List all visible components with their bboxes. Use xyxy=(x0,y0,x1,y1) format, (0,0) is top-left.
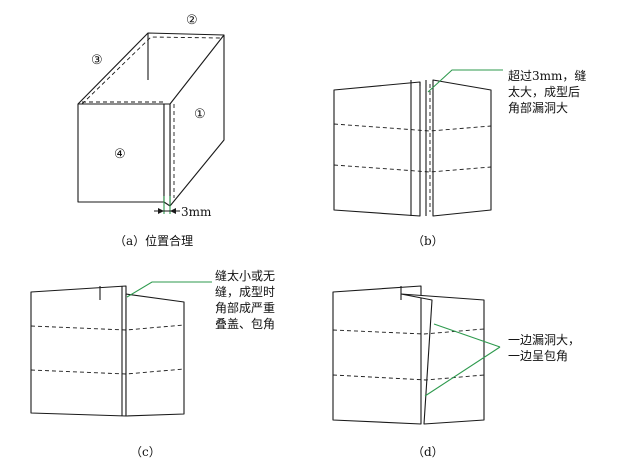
panel-b-leader xyxy=(427,69,503,93)
panel-b: 超过3mm，缝 太大，成型后 角部漏洞大 （b） xyxy=(333,68,586,248)
panel-b-note-3: 角部漏洞大 xyxy=(508,100,568,115)
panel-d-note-1: 一边漏洞大， xyxy=(508,333,580,347)
panel-d-note-2: 一边呈包角 xyxy=(508,349,568,363)
panel-b-note-1: 超过3mm，缝 xyxy=(508,68,586,83)
panel-d-leader-upper xyxy=(433,323,501,348)
caption-c: （c） xyxy=(130,445,161,459)
box-front-face xyxy=(77,103,165,203)
panel-c-fold-lower xyxy=(30,368,185,375)
panel-c-note-2: 缝，成型时 xyxy=(215,284,275,299)
panel-d-left-half xyxy=(332,285,422,425)
panel-b-right-half xyxy=(432,79,492,217)
panel-c-note-4: 叠盖、包角 xyxy=(215,317,275,331)
panel-d-leader-lower xyxy=(424,346,501,397)
box-rim-hatch-left xyxy=(81,36,221,105)
panel-d: 一边漏洞大， 一边呈包角 （d） xyxy=(332,285,580,459)
panel-c-fold-upper xyxy=(30,324,185,331)
face-label-1: ① xyxy=(194,107,206,122)
panel-a: ② ③ ① ④ 3mm （a）位置合理 xyxy=(77,13,225,248)
panel-b-left-half xyxy=(333,81,421,217)
panel-c-note-3: 角部成严重 xyxy=(215,300,275,315)
face-label-4: ④ xyxy=(114,147,126,162)
caption-b: （b） xyxy=(412,234,444,248)
face-label-3: ③ xyxy=(91,53,103,68)
panel-c-note-1: 缝太小或无 xyxy=(215,268,275,283)
panel-d-right-half xyxy=(400,293,485,425)
caption-a: （a）位置合理 xyxy=(114,233,193,248)
panel-d-fold-upper xyxy=(332,328,485,335)
gap-label: 3mm xyxy=(181,205,212,219)
panel-b-note-2: 太大，成型后 xyxy=(508,84,580,99)
caption-d: （d） xyxy=(412,445,444,459)
face-label-2: ② xyxy=(186,13,198,28)
panel-c-left-half xyxy=(30,285,127,417)
panel-c: 缝太小或无 缝，成型时 角部成严重 叠盖、包角 （c） xyxy=(30,268,275,459)
panel-c-right-half xyxy=(125,293,185,417)
box-gap-panel xyxy=(163,103,171,207)
panel-d-fold-lower xyxy=(332,374,485,381)
panel-c-leader xyxy=(126,281,212,298)
gap-arrow-right xyxy=(170,208,176,214)
gap-arrow-left xyxy=(158,208,164,214)
